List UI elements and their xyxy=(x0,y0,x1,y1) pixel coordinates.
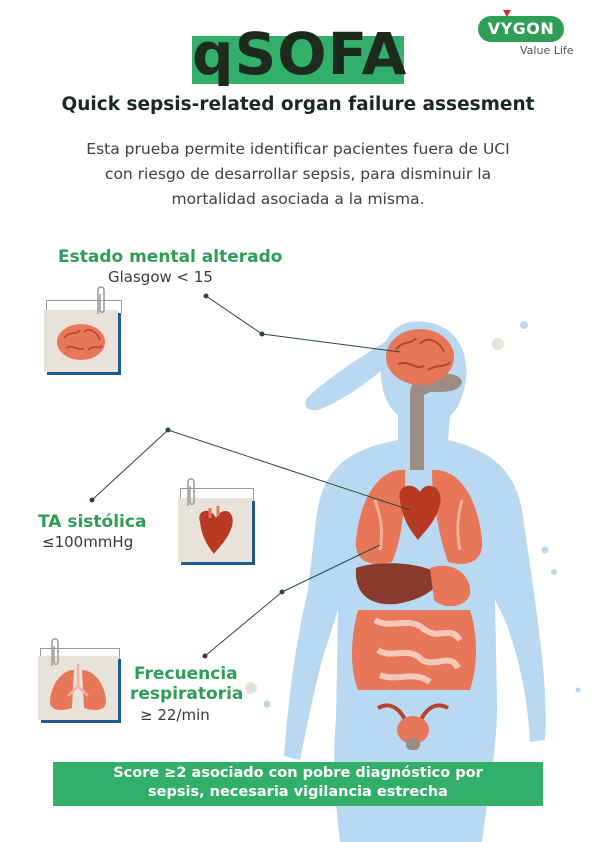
page-subtitle: Quick sepsis-related organ failure asses… xyxy=(61,94,535,115)
paperclip-icon xyxy=(51,638,59,666)
heart-icon xyxy=(199,506,233,554)
logo-mark-icon xyxy=(503,10,511,17)
intro-line-3: mortalidad asociada a la misma. xyxy=(171,190,425,208)
resp-label-line2: respiratoria xyxy=(130,684,244,704)
decor-dot xyxy=(245,682,257,694)
heart-card xyxy=(178,498,252,562)
mental-state-label: Estado mental alterado xyxy=(58,247,283,267)
intro-line-2: con riesgo de desarrollar sepsis, para d… xyxy=(104,165,492,183)
decor-dot xyxy=(551,569,557,575)
resp-label-line1: Frecuencia xyxy=(134,664,238,684)
resp-detail: ≥ 22/min xyxy=(140,706,210,724)
lungs-organ xyxy=(355,469,483,564)
decor-dot xyxy=(520,321,528,329)
page-title: qSOFA xyxy=(192,20,408,88)
intro-line-1: Esta prueba permite identificar paciente… xyxy=(86,140,510,158)
mental-state-detail: Glasgow < 15 xyxy=(108,268,213,286)
decor-dot xyxy=(263,700,271,708)
paperclip-icon xyxy=(97,286,105,314)
banner-line-1: Score ≥2 asociado con pobre diagnóstico … xyxy=(113,765,483,781)
decor-dot xyxy=(575,687,581,693)
liver-organ xyxy=(355,563,440,605)
title-highlight xyxy=(192,36,404,84)
decor-dot xyxy=(492,338,504,350)
score-banner: Score ≥2 asociado con pobre diagnóstico … xyxy=(53,762,543,806)
brain-card xyxy=(44,310,118,372)
banner-line-2: sepsis, necesaria vigilancia estrecha xyxy=(148,784,448,800)
logo-tagline: Value Life xyxy=(520,44,574,57)
vygon-logo: VYGON xyxy=(478,16,564,42)
intestines-organ xyxy=(352,610,476,690)
card-frame xyxy=(40,648,120,661)
card-frame xyxy=(46,300,122,313)
pressure-detail: ≤100mmHg xyxy=(42,533,134,551)
card-frame xyxy=(180,488,254,501)
pointer-lines xyxy=(89,293,411,659)
lungs-card xyxy=(38,656,118,720)
decor-dot xyxy=(541,546,549,554)
paperclip-icon xyxy=(187,478,195,506)
pressure-label: TA sistólica xyxy=(38,512,147,532)
stomach-organ xyxy=(430,565,471,607)
throat xyxy=(410,373,462,470)
intro-text: Esta prueba permite identificar paciente… xyxy=(40,137,556,212)
lungs-icon xyxy=(50,664,106,710)
brain-icon xyxy=(57,324,105,360)
heart-organ xyxy=(399,485,441,540)
brain-organ xyxy=(386,329,454,385)
reproductive-organ xyxy=(377,703,449,750)
